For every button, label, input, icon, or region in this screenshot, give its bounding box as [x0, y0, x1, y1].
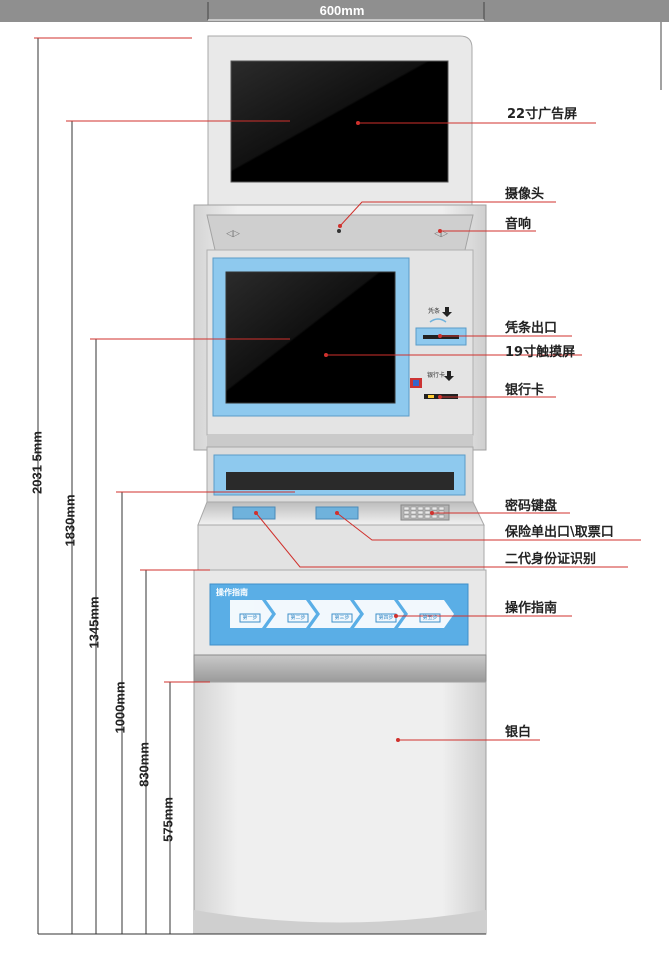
divider-band: [193, 654, 487, 683]
width-dimension-label: 600mm: [319, 3, 365, 18]
label-touch-screen: 19寸触摸屏: [505, 345, 576, 360]
label-speaker: 音响: [505, 217, 532, 232]
desk-front: [197, 524, 485, 571]
card-arrow-icon: [444, 371, 454, 381]
dim-base-height: 575mm: [160, 797, 176, 842]
guide-step-buttons: [239, 613, 441, 623]
guide-step-2: 第二步: [290, 615, 306, 621]
label-pin-pad: 密码键盘: [505, 499, 558, 514]
label-cabinet-color: 银白: [505, 725, 532, 740]
printer-slot: [226, 472, 454, 490]
callout-leader-lines: [255, 122, 641, 741]
card-logo-inner: [413, 380, 419, 386]
receipt-wave-icon: [429, 318, 447, 323]
receipt-arrow-icon: [442, 307, 452, 317]
dim-keypad-height: 1000mm: [112, 681, 128, 734]
dim-total-height: 2031 5mm: [29, 431, 45, 494]
touch-screen: [225, 271, 396, 404]
right-speaker-icon: ◁▷: [434, 229, 448, 239]
card-label-text: 银行卡: [427, 371, 445, 379]
dim-guide-height: 830mm: [136, 742, 152, 787]
label-ad-screen: 22寸广告屏: [507, 107, 578, 122]
label-bank-card: 银行卡: [505, 383, 545, 398]
receipt-label-text: 凭条: [428, 307, 440, 315]
guide-step-1: 第一步: [242, 615, 258, 621]
guide-step-5: 第五步: [422, 615, 438, 621]
ad-screen: [230, 60, 449, 183]
label-camera: 摄像头: [505, 187, 545, 202]
label-id-reader: 二代身份证识别: [505, 552, 597, 567]
top-bar: [0, 0, 669, 22]
dimension-extension-lines: [34, 37, 295, 683]
shelf-shadow: [207, 435, 473, 447]
label-policy-ticket: 保险单出口\取票口: [505, 525, 614, 540]
card-slot-light: [428, 395, 434, 398]
guide-panel-title: 操作指南: [216, 588, 248, 597]
base-shadow: [194, 910, 486, 934]
left-speaker-icon: ◁▷: [226, 229, 240, 239]
dim-upper-height: 1830mm: [62, 494, 78, 547]
guide-step-4: 第四步: [378, 615, 394, 621]
guide-step-3: 第三步: [334, 615, 350, 621]
base-cabinet: [193, 681, 487, 935]
label-guide-panel: 操作指南: [505, 601, 558, 616]
label-receipt-slot: 凭条出口: [505, 321, 558, 336]
camera-dot: [337, 229, 341, 233]
dimension-lines: [37, 38, 486, 935]
dim-screen-height: 1345mm: [86, 596, 102, 649]
callout-dots: [254, 121, 442, 742]
